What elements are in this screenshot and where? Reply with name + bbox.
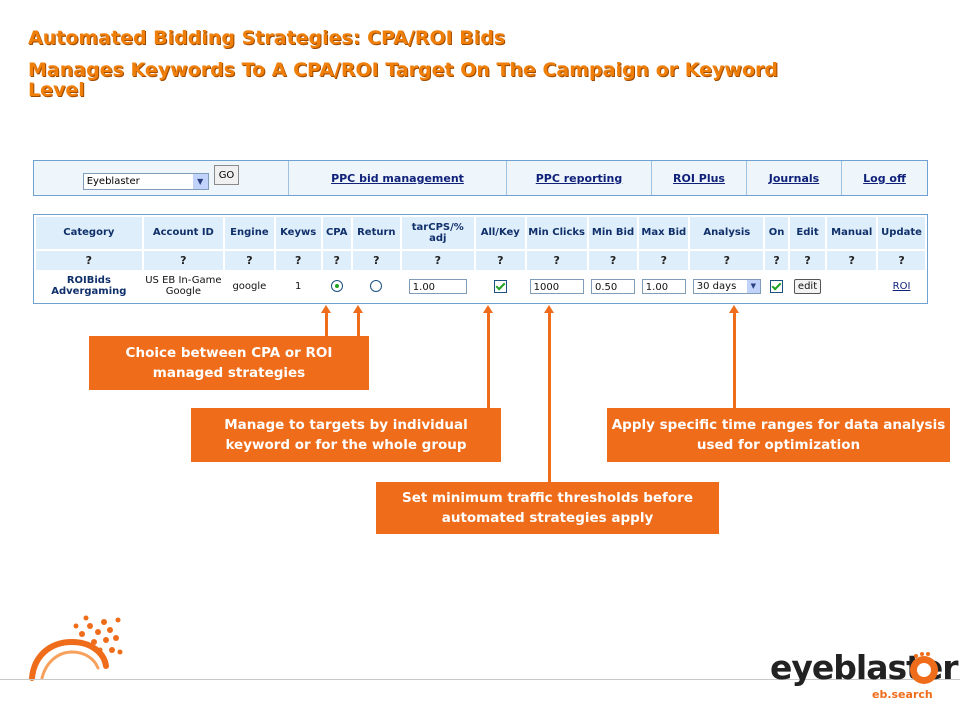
footer-rule [0,679,960,680]
nav-item-log-off[interactable]: Log off [842,161,927,195]
help-icon[interactable]: ? [878,250,925,270]
nav-link[interactable]: Journals [768,171,820,185]
column-header: Engine [225,217,274,249]
nav-link[interactable]: Log off [863,171,906,185]
all-key-cell [475,271,525,301]
help-icon[interactable]: ? [765,250,788,270]
sunburst-logo-icon [29,615,123,681]
nav-link[interactable]: PPC bid management [331,171,464,185]
help-icon[interactable]: ? [401,250,474,270]
callout-arrow-analysis [729,305,739,408]
slide-subtitle: Manages Keywords To A CPA/ROI Target On … [28,59,778,101]
account-id-cell: US EB In-Game Google [143,271,223,301]
callout-targets: Manage to targets by individual keyword … [191,408,501,462]
column-header: Category [36,217,142,249]
nav-item-ppc-bid-management[interactable]: PPC bid management [289,161,507,195]
column-header: Keyws [275,217,321,249]
help-icon[interactable]: ? [225,250,274,270]
help-icon[interactable]: ? [789,250,826,270]
nav-item-ppc-reporting[interactable]: PPC reporting [507,161,652,195]
cpa-cell [322,271,351,301]
chevron-down-icon: ▼ [746,279,760,293]
engine-cell: google [225,271,274,301]
help-row: ? ? ? ? ? ? ? ? ? ? ? ? ? ? ? ? [36,250,925,270]
account-selector-cell: Eyeblaster ▼ GO [34,161,289,195]
help-icon[interactable]: ? [827,250,877,270]
help-icon[interactable]: ? [322,250,351,270]
column-header: Return [352,217,400,249]
help-icon[interactable]: ? [352,250,400,270]
tar-adj-input[interactable]: 1.00 [408,278,467,294]
analysis-select-value: 30 days [696,280,737,292]
chevron-down-icon: ▼ [192,173,208,189]
callout-thresholds: Set minimum traffic thresholds before au… [376,482,719,534]
callout-cpa-roi: Choice between CPA or ROI managed strate… [89,336,369,390]
column-header: All/Key [475,217,525,249]
bid-strategy-table: Category Account ID Engine Keyws CPA Ret… [33,214,928,304]
callout-analysis: Apply specific time ranges for data anal… [607,408,950,462]
nav-item-roi-plus[interactable]: ROI Plus [652,161,747,195]
table-row: ROIBids Advergaming US EB In-Game Google… [36,271,925,301]
go-button[interactable]: GO [213,165,240,185]
help-icon[interactable]: ? [639,250,689,270]
help-icon[interactable]: ? [526,250,587,270]
min-bid-input[interactable]: 0.50 [591,278,636,294]
return-radio[interactable] [370,280,383,293]
help-icon[interactable]: ? [36,250,142,270]
column-header: CPA [322,217,351,249]
column-header: Manual [827,217,877,249]
help-icon[interactable]: ? [690,250,764,270]
min-bid-cell: 0.50 [588,271,638,301]
edit-button[interactable]: edit [793,278,822,294]
table-header-row: Category Account ID Engine Keyws CPA Ret… [36,217,925,249]
min-clicks-input[interactable]: 1000 [529,278,584,294]
nav-link[interactable]: ROI Plus [673,171,725,185]
all-key-checkbox[interactable] [493,279,507,293]
column-header: Account ID [143,217,223,249]
max-bid-input[interactable]: 1.00 [641,278,686,294]
help-icon[interactable]: ? [143,250,223,270]
keyws-cell: 1 [275,271,321,301]
account-select-value: Eyeblaster [86,175,140,187]
column-header: Min Bid [588,217,638,249]
analysis-cell: 30 days ▼ [690,271,764,301]
max-bid-cell: 1.00 [639,271,689,301]
on-checkbox[interactable] [770,279,784,293]
help-icon[interactable]: ? [588,250,638,270]
nav-bar: Eyeblaster ▼ GO PPC bid management PPC r… [33,160,928,196]
brand-subtitle: eb.search [872,688,933,701]
callout-arrow-cpa [321,305,331,336]
column-header: Edit [789,217,826,249]
slide-title: Automated Bidding Strategies: CPA/ROI Bi… [28,27,506,49]
analysis-select[interactable]: 30 days ▼ [692,278,761,294]
tar-adj-cell: 1.00 [401,271,474,301]
cpa-radio[interactable] [330,280,343,293]
column-header: Max Bid [639,217,689,249]
update-cell: ROI [878,271,925,301]
nav-item-journals[interactable]: Journals [747,161,842,195]
eyeblaster-logo: eyeblaster eb.search [770,648,959,701]
manual-cell [827,271,877,301]
callout-arrow-all-key [483,305,493,408]
column-header: Update [878,217,925,249]
on-cell [765,271,788,301]
column-header: Min Clicks [526,217,587,249]
nav-link[interactable]: PPC reporting [535,171,623,185]
category-cell: ROIBids Advergaming [36,271,142,301]
column-header: Analysis [690,217,764,249]
column-header: tarCPS/% adj [401,217,474,249]
account-select[interactable]: Eyeblaster ▼ [82,172,209,190]
column-header: On [765,217,788,249]
return-cell [352,271,400,301]
brand-o-icon [910,652,938,684]
roi-update-link[interactable]: ROI [892,280,911,292]
help-icon[interactable]: ? [275,250,321,270]
callout-arrow-return [353,305,363,336]
help-icon[interactable]: ? [475,250,525,270]
callout-arrow-min-clicks [544,305,554,482]
min-clicks-cell: 1000 [526,271,587,301]
edit-cell: edit [789,271,826,301]
